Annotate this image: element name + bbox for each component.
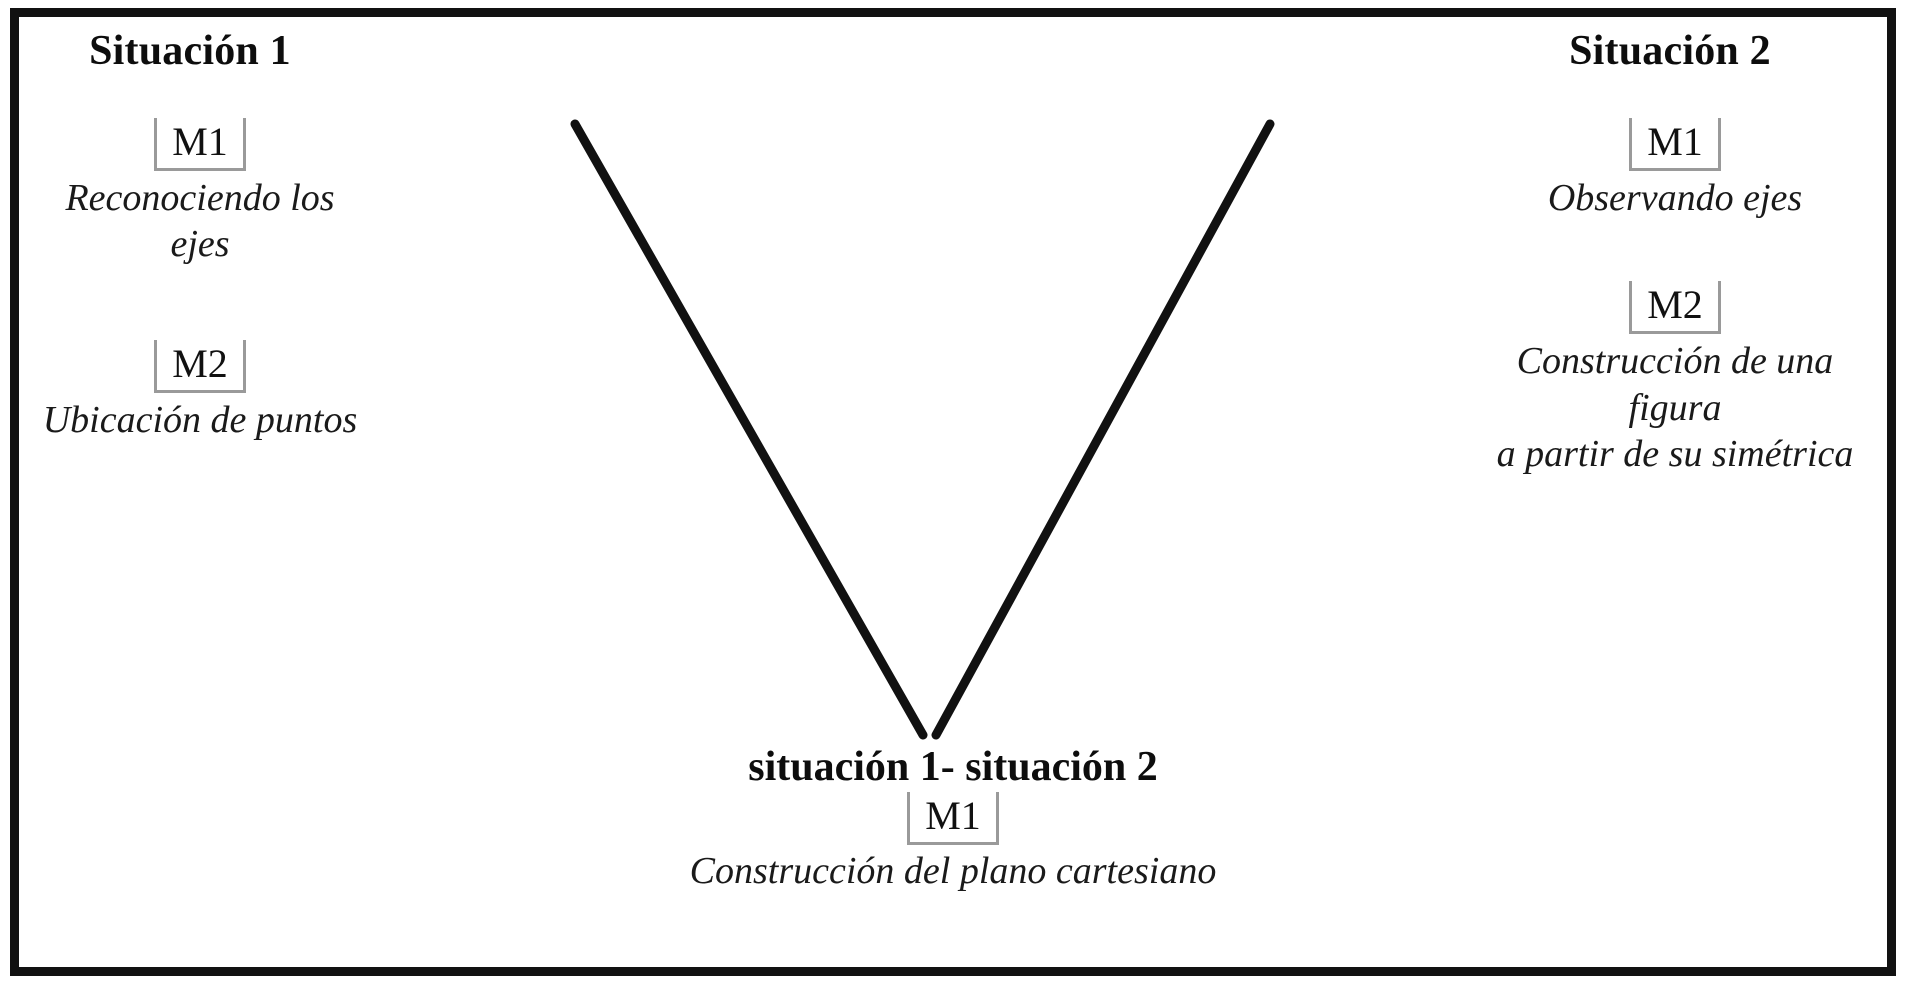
branch-right-method-m2: M2 Construcción de una figura a partir d… <box>1230 281 1870 477</box>
branch-bottom-title: situación 1- situación 2 <box>748 744 1158 790</box>
branch-left-method-m2: M2 Ubicación de puntos <box>40 339 640 443</box>
branch-left-title: Situación 1 <box>89 28 291 74</box>
branch-situacion-2: Situación 2 M1 Observando ejes M2 Constr… <box>1230 28 1870 477</box>
method-tag-m1: M1 <box>907 792 999 845</box>
method-tag-m1: M1 <box>154 118 246 171</box>
spacer <box>40 268 640 340</box>
method-description-m1: Observando ejes <box>1547 176 1803 219</box>
branch-right-title: Situación 2 <box>1569 28 1771 74</box>
branch-convergence: situación 1- situación 2 M1 Construcción… <box>353 744 1553 895</box>
method-tag-m2: M2 <box>1629 281 1721 335</box>
branch-left-method-m1: M1 Reconociendo los ejes <box>40 118 640 268</box>
method-tag-m2: M2 <box>154 339 246 393</box>
spacer <box>1230 221 1870 281</box>
method-description-m1: Construcción del plano cartesiano <box>689 849 1217 892</box>
branch-bottom-method-m1: M1 Construcción del plano cartesiano <box>353 792 1553 894</box>
method-tag-m1: M1 <box>1629 118 1721 171</box>
branch-right-method-m1: M1 Observando ejes <box>1230 118 1870 221</box>
method-description-m1: Reconociendo los ejes <box>65 176 335 266</box>
method-description-m2: Ubicación de puntos <box>42 398 358 441</box>
method-description-m2: Construcción de una figura a partir de s… <box>1496 340 1854 475</box>
branch-situacion-1: Situación 1 M1 Reconociendo los ejes M2 … <box>40 28 640 443</box>
